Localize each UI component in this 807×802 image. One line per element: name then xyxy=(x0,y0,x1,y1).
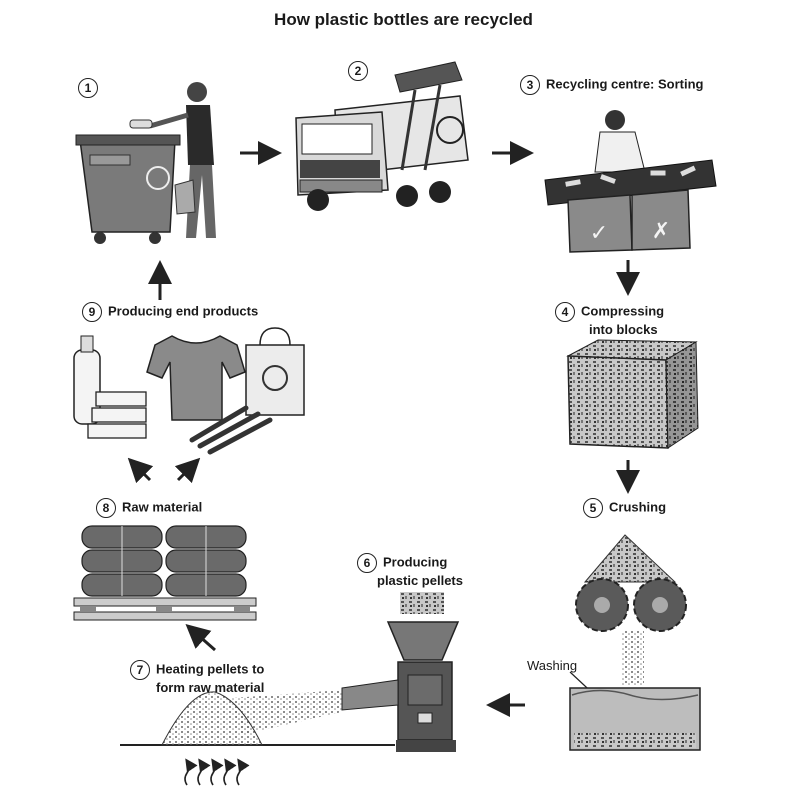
step-9-text: Producing end products xyxy=(108,303,259,319)
heating-pellets-illustration xyxy=(120,690,395,786)
step-3-number: 3 xyxy=(520,75,540,95)
step-7-text-line2: form raw material xyxy=(156,680,265,695)
step-1-label: 1 xyxy=(78,78,104,98)
arrow-7-to-8 xyxy=(185,624,216,652)
step-7-number: 7 xyxy=(130,660,150,680)
step-4-label: 4 Compressing into blocks xyxy=(555,302,664,337)
step-4-number: 4 xyxy=(555,302,575,322)
step-2-number: 2 xyxy=(348,61,368,81)
crushing-rollers-illustration xyxy=(575,534,687,685)
step-3-label: 3 Recycling centre: Sorting xyxy=(520,75,703,95)
compressed-block-illustration xyxy=(566,339,699,449)
step-9-label: 9 Producing end products xyxy=(82,302,258,322)
step-7-label: 7 Heating pellets to form raw material xyxy=(130,660,264,695)
step-6-label: 6 Producing plastic pellets xyxy=(357,553,463,588)
step-6-text-line1: Producing xyxy=(383,554,448,570)
step-8-text: Raw material xyxy=(122,499,203,515)
raw-material-pallet-illustration xyxy=(73,525,257,621)
pellet-machine-illustration xyxy=(341,592,460,752)
collection-truck-illustration xyxy=(295,61,469,211)
step-9-number: 9 xyxy=(82,302,102,322)
accept-check-icon: ✓ xyxy=(590,220,608,245)
step-8-number: 8 xyxy=(96,498,116,518)
step-8-label: 8 Raw material xyxy=(96,498,202,518)
arrow-8-to-9b xyxy=(174,457,201,484)
reject-cross-icon: ✗ xyxy=(652,218,670,243)
arrow-8-to-9a xyxy=(127,457,154,484)
step-6-text-line2: plastic pellets xyxy=(377,573,463,588)
washing-label: Washing xyxy=(527,658,578,673)
step-2-label: 2 xyxy=(348,61,374,81)
diagram-title: How plastic bottles are recycled xyxy=(274,10,533,29)
step-4-text-line2: into blocks xyxy=(589,322,658,337)
step-6-number: 6 xyxy=(357,553,377,573)
step-5-number: 5 xyxy=(583,498,603,518)
step-5-label: 5 Crushing xyxy=(583,498,666,518)
step-5-text: Crushing xyxy=(609,499,667,515)
end-products-illustration xyxy=(73,327,305,455)
step-1-number: 1 xyxy=(78,78,98,98)
step-4-text-line1: Compressing xyxy=(581,303,665,319)
sorting-conveyor-illustration: ✓ ✗ xyxy=(544,110,717,253)
washing-tank-illustration xyxy=(569,671,701,751)
step-7-text-line1: Heating pellets to xyxy=(156,661,265,677)
step-3-text: Recycling centre: Sorting xyxy=(546,76,704,92)
bin-and-person-illustration xyxy=(75,82,216,244)
